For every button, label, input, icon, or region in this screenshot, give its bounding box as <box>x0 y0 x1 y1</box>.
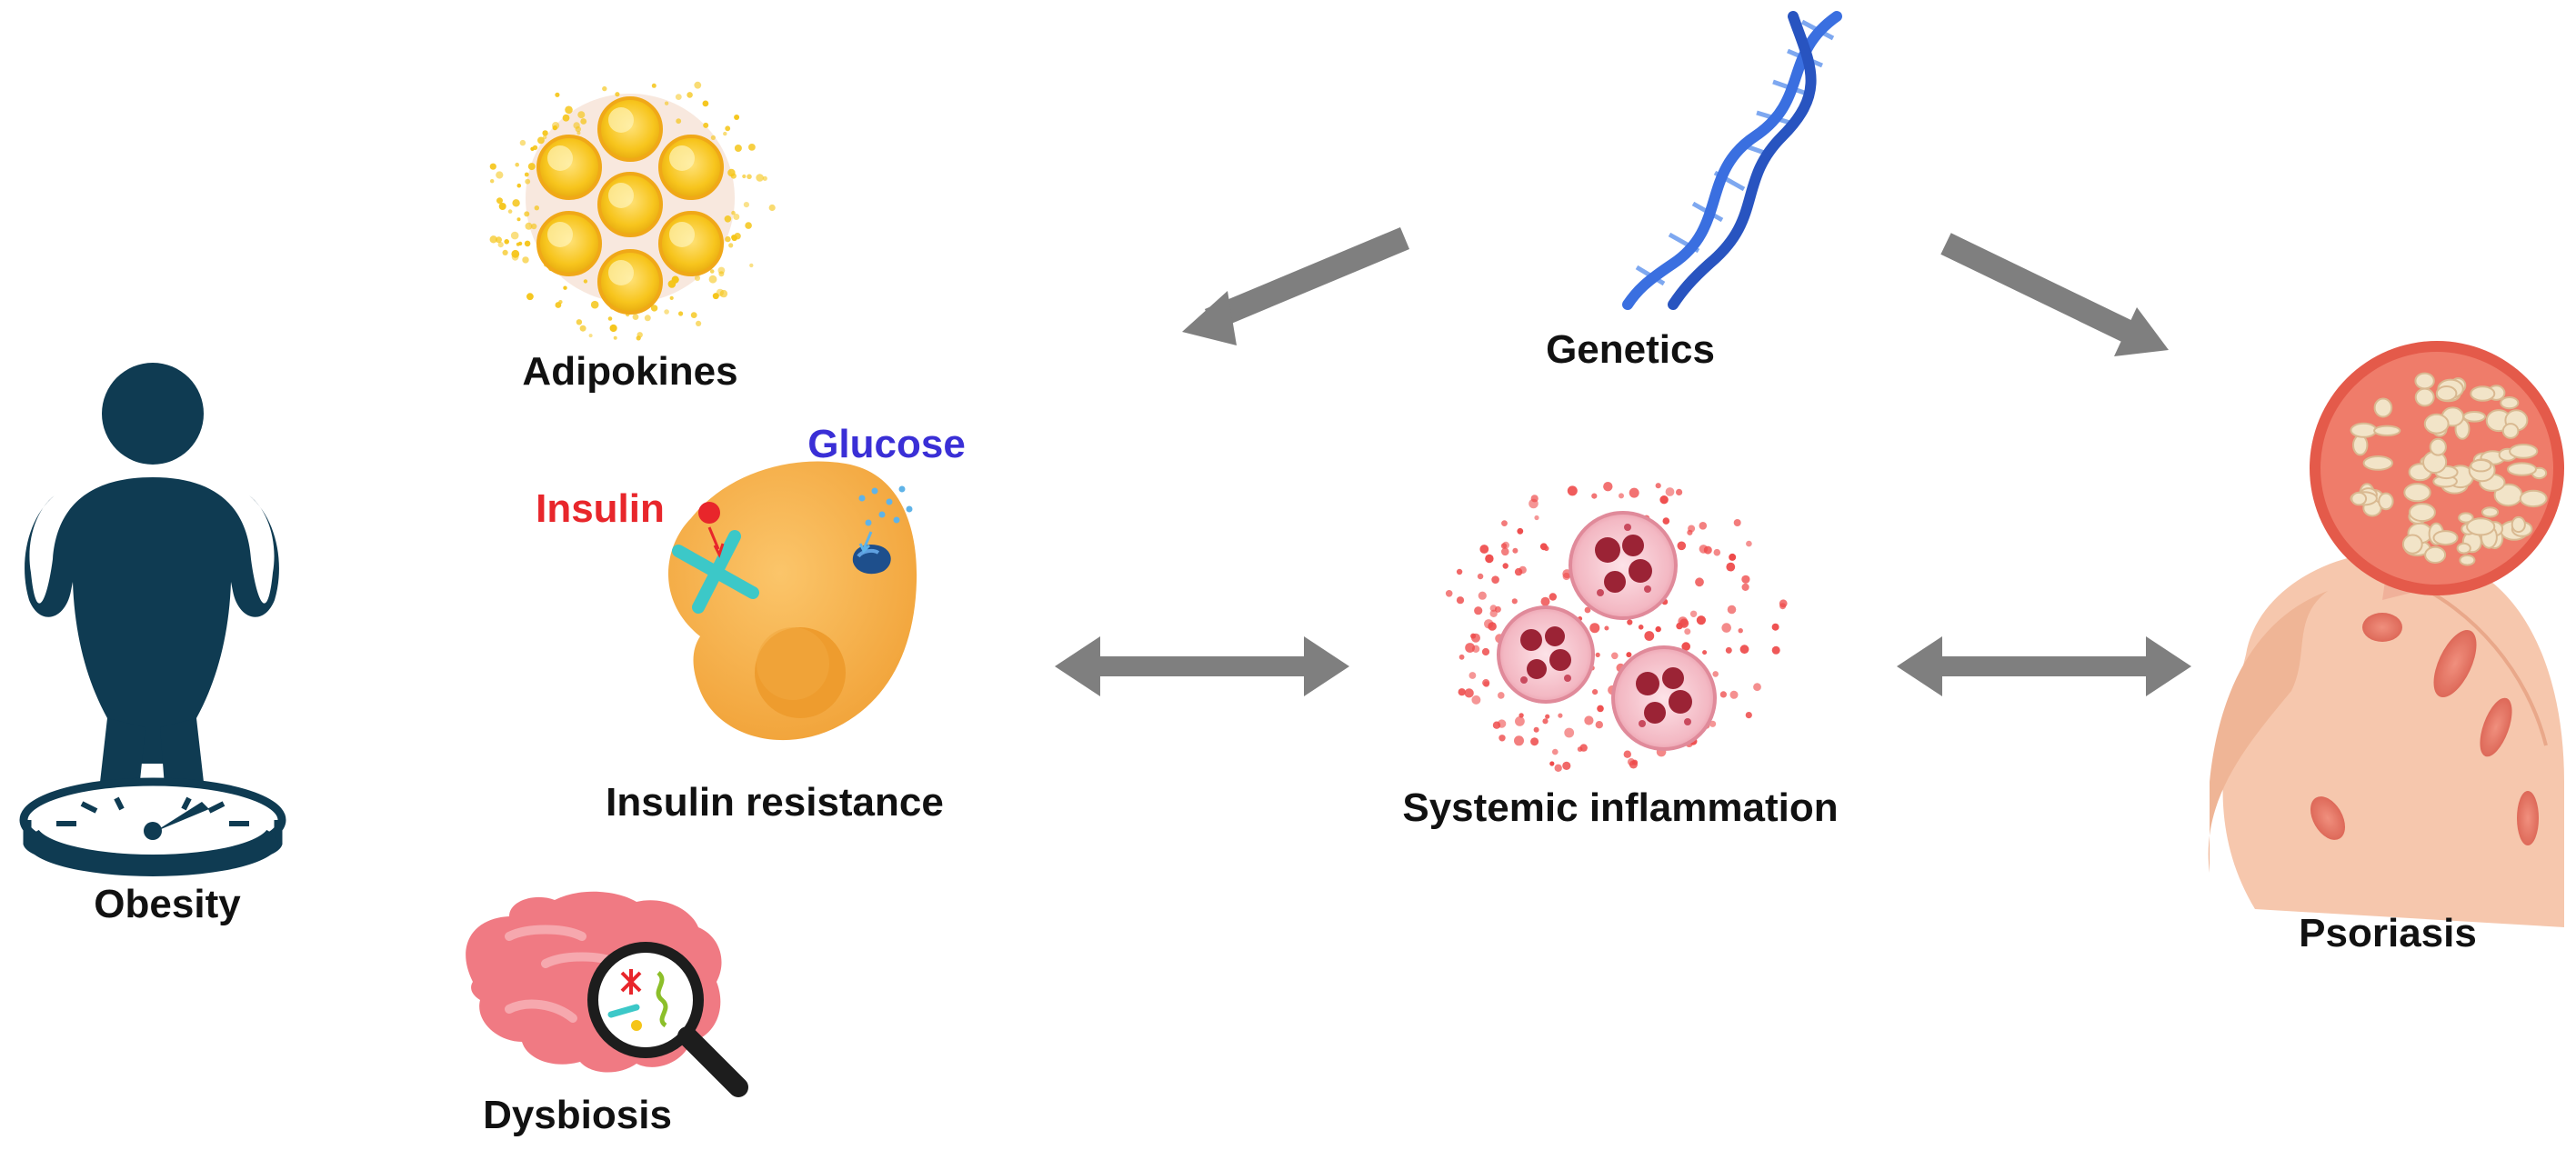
insulin-receptor-icon <box>672 530 759 614</box>
arrow-insulin-inflammation <box>1055 636 1349 696</box>
insulin-resistance-label: Insulin resistance <box>606 780 944 825</box>
glucose-label: Glucose <box>807 422 966 466</box>
psoriasis-icon <box>2208 341 2564 927</box>
arrow-genetics-to-adipokines <box>1182 227 1410 345</box>
immune-cell <box>1611 645 1717 751</box>
adipokines-icon <box>489 81 776 341</box>
dna-helix-icon <box>1622 11 1842 310</box>
insulin-label: Insulin <box>536 486 665 531</box>
arrow-inflammation-psoriasis <box>1897 636 2191 696</box>
systemic-inflammation-label: Systemic inflammation <box>1402 785 1839 830</box>
insulin-resistance-cell-icon <box>668 461 917 741</box>
dysbiosis-label: Dysbiosis <box>483 1093 672 1137</box>
obesity-label: Obesity <box>94 882 241 926</box>
psoriasis-label: Psoriasis <box>2299 911 2477 955</box>
genetics-label: Genetics <box>1546 327 1715 372</box>
insulin-molecule-icon <box>698 502 720 524</box>
inflammation-cells-icon <box>1445 482 1788 772</box>
glucose-transporter-icon <box>852 544 891 575</box>
immune-cell <box>1497 605 1595 704</box>
dysbiosis-icon <box>466 891 748 1097</box>
immune-cell <box>1569 511 1678 620</box>
obesity-icon <box>19 363 286 876</box>
adipokines-label: Adipokines <box>522 349 738 394</box>
arrow-genetics-to-psoriasis <box>1940 233 2169 356</box>
